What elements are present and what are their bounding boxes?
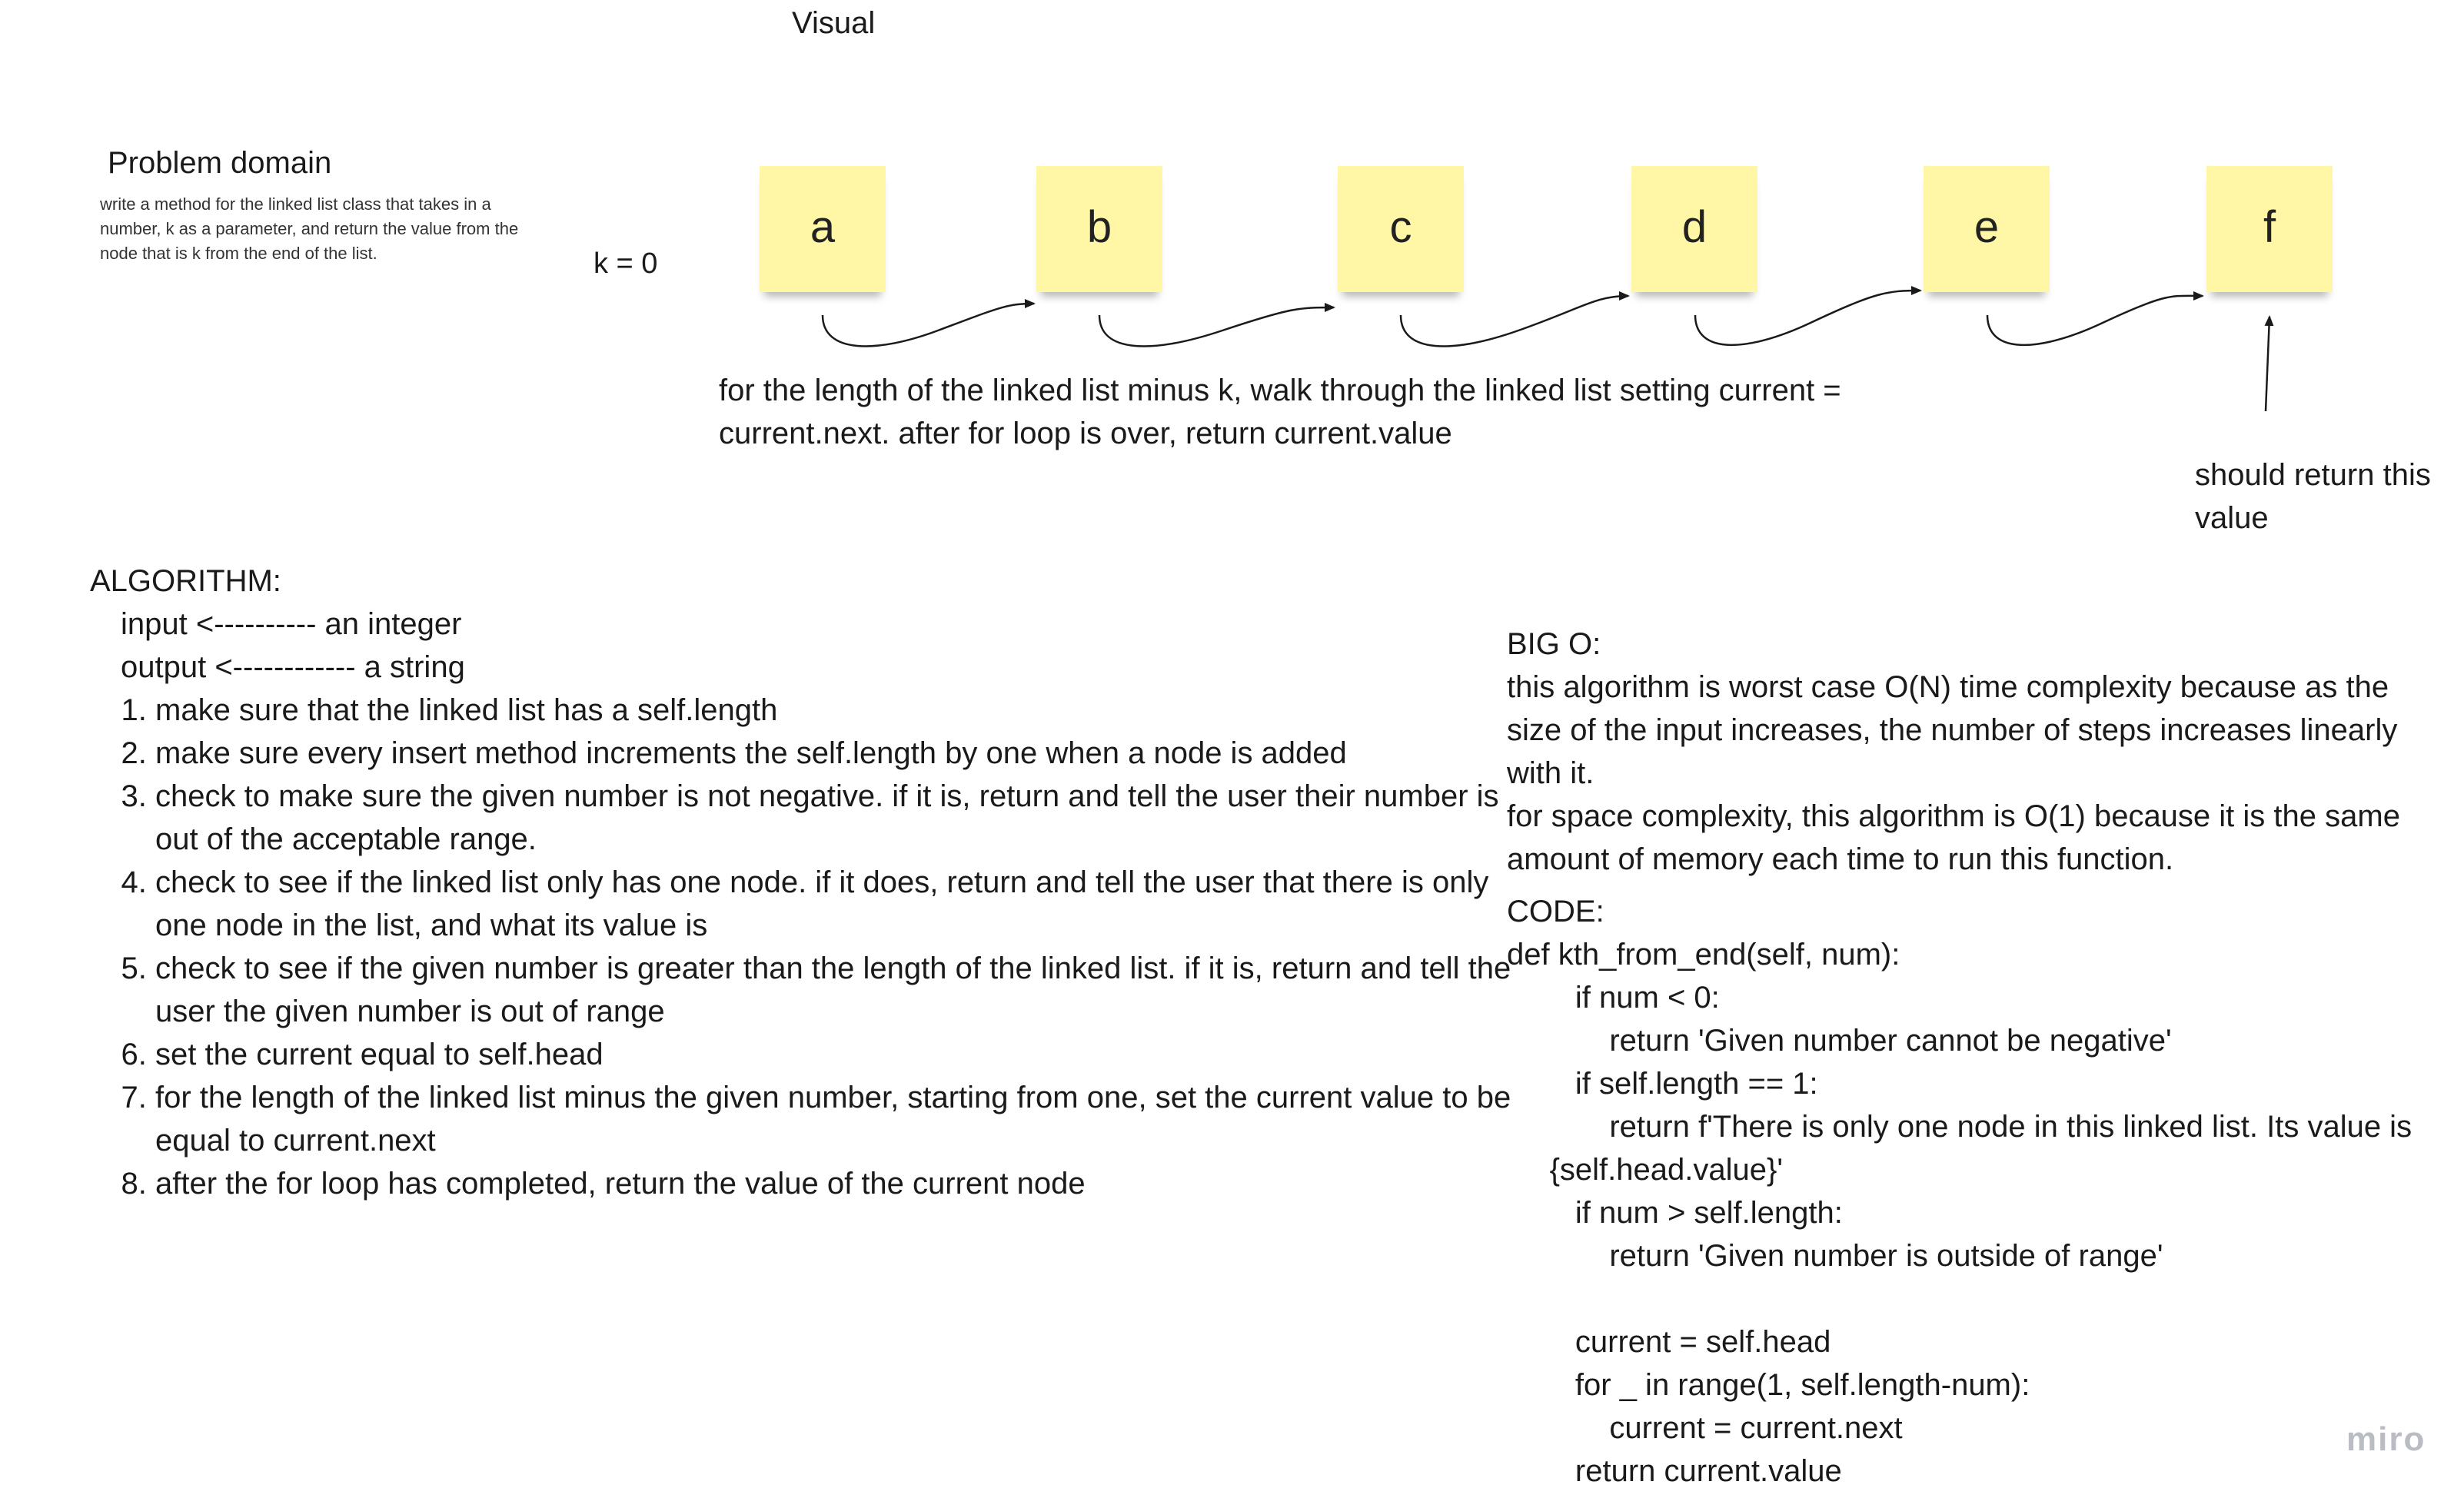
code-line: return 'Given number is outside of range… [1507,1239,2163,1273]
algorithm-input: input <---------- an integer [121,607,462,641]
code-heading: CODE: [1507,895,1604,928]
visual-title: Visual [792,6,876,40]
algorithm-heading: ALGORITHM: [90,564,281,598]
node-label: c [1389,201,1412,252]
code-line: return f'There is only one node in this … [1507,1110,2412,1144]
next-arrow-c-d [1399,291,1630,347]
algorithm-output: output <------------ a string [121,650,465,684]
code-line: {self.head.value}' [1507,1153,1784,1187]
next-arrow-b-c [1098,303,1335,347]
code-line: return current.value [1507,1454,1842,1488]
k-value-label: k = 0 [594,247,658,280]
algorithm-step: after the for loop has completed, return… [155,1162,1512,1205]
code-line: if self.length == 1: [1507,1067,1818,1101]
code-line: if num > self.length: [1507,1196,1843,1230]
algorithm-steps: make sure that the linked list has a sel… [90,689,1512,1205]
algorithm-step: check to see if the linked list only has… [155,861,1512,947]
node-label: f [2263,201,2276,252]
next-arrow-e-f [1986,291,2204,347]
code-line: current = current.next [1507,1411,1903,1445]
pointer-label: should return this value [2195,458,2431,535]
pointer-arrow [2264,315,2274,412]
algorithm-step: make sure every insert method increments… [155,732,1512,775]
algorithm-step: set the current equal to self.head [155,1033,1512,1076]
algorithm-step: check to make sure the given number is n… [155,775,1512,861]
node-label: e [1974,201,2000,252]
algorithm-step: for the length of the linked list minus … [155,1076,1512,1162]
big-o-section: BIG O: this algorithm is worst case O(N)… [1507,623,2445,881]
code-line: def kth_from_end(self, num): [1507,938,1900,972]
code-line [1507,1277,2445,1320]
code-line: return 'Given number cannot be negative' [1507,1024,2172,1058]
problem-domain-title: Problem domain [108,146,332,180]
miro-logo: miro [2346,1420,2426,1458]
next-arrow-d-e [1694,286,1922,347]
node-note-b[interactable]: b [1036,166,1162,292]
big-o-heading: BIG O: [1507,627,1601,661]
node-note-f[interactable]: f [2206,166,2333,292]
node-note-d[interactable]: d [1631,166,1757,292]
algorithm-step: check to see if the given number is grea… [155,947,1512,1033]
node-note-a[interactable]: a [760,166,886,292]
big-o-space: for space complexity, this algorithm is … [1507,799,2400,876]
algorithm-step: make sure that the linked list has a sel… [155,689,1512,732]
code-section: CODE: def kth_from_end(self, num): if nu… [1507,890,2445,1493]
node-label: b [1086,201,1112,252]
code-line: if num < 0: [1507,981,1720,1015]
code-line: current = self.head [1507,1325,1831,1359]
node-note-e[interactable]: e [1924,166,2050,292]
node-label: d [1681,201,1708,252]
node-label: a [810,201,836,252]
problem-domain-description: write a method for the linked list class… [100,194,519,263]
algorithm-section: ALGORITHM: input <---------- an integer … [90,560,1512,1205]
node-note-c[interactable]: c [1338,166,1464,292]
walk-caption: for the length of the linked list minus … [719,374,1841,450]
big-o-time: this algorithm is worst case O(N) time c… [1507,670,2398,790]
next-arrow-a-b [821,299,1036,347]
code-line: for _ in range(1, self.length-num): [1507,1368,2030,1402]
